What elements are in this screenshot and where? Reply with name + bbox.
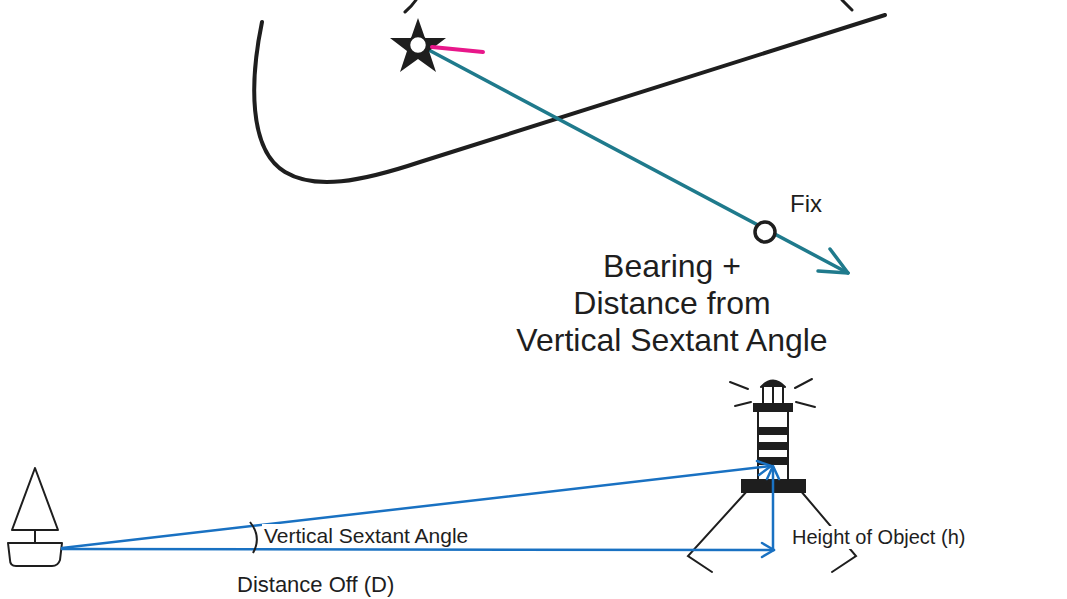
height-label: Height of Object (h) bbox=[790, 526, 967, 549]
distance-label: Distance Off (D) bbox=[235, 572, 396, 597]
bearing-arrowhead bbox=[818, 249, 848, 273]
landmark-star bbox=[390, 18, 446, 72]
wrap-spacer bbox=[322, 248, 572, 285]
coastline bbox=[254, 15, 885, 182]
sextant-geometry bbox=[62, 461, 779, 557]
wrap-spacer bbox=[772, 248, 1022, 285]
bearing-line bbox=[425, 48, 848, 273]
coastline-fragment bbox=[405, 0, 416, 12]
method-caption: Bearing + Distance from Vertical Sextant… bbox=[322, 248, 1022, 358]
sailboat bbox=[8, 468, 62, 566]
angle-arc bbox=[250, 522, 257, 553]
landmark-position bbox=[409, 36, 427, 54]
fix-circle bbox=[755, 222, 775, 242]
coastline-fragment bbox=[842, 0, 852, 10]
light-sector bbox=[432, 47, 483, 52]
fix-label: Fix bbox=[790, 190, 822, 218]
angle-label: Vertical Sextant Angle bbox=[262, 524, 470, 548]
